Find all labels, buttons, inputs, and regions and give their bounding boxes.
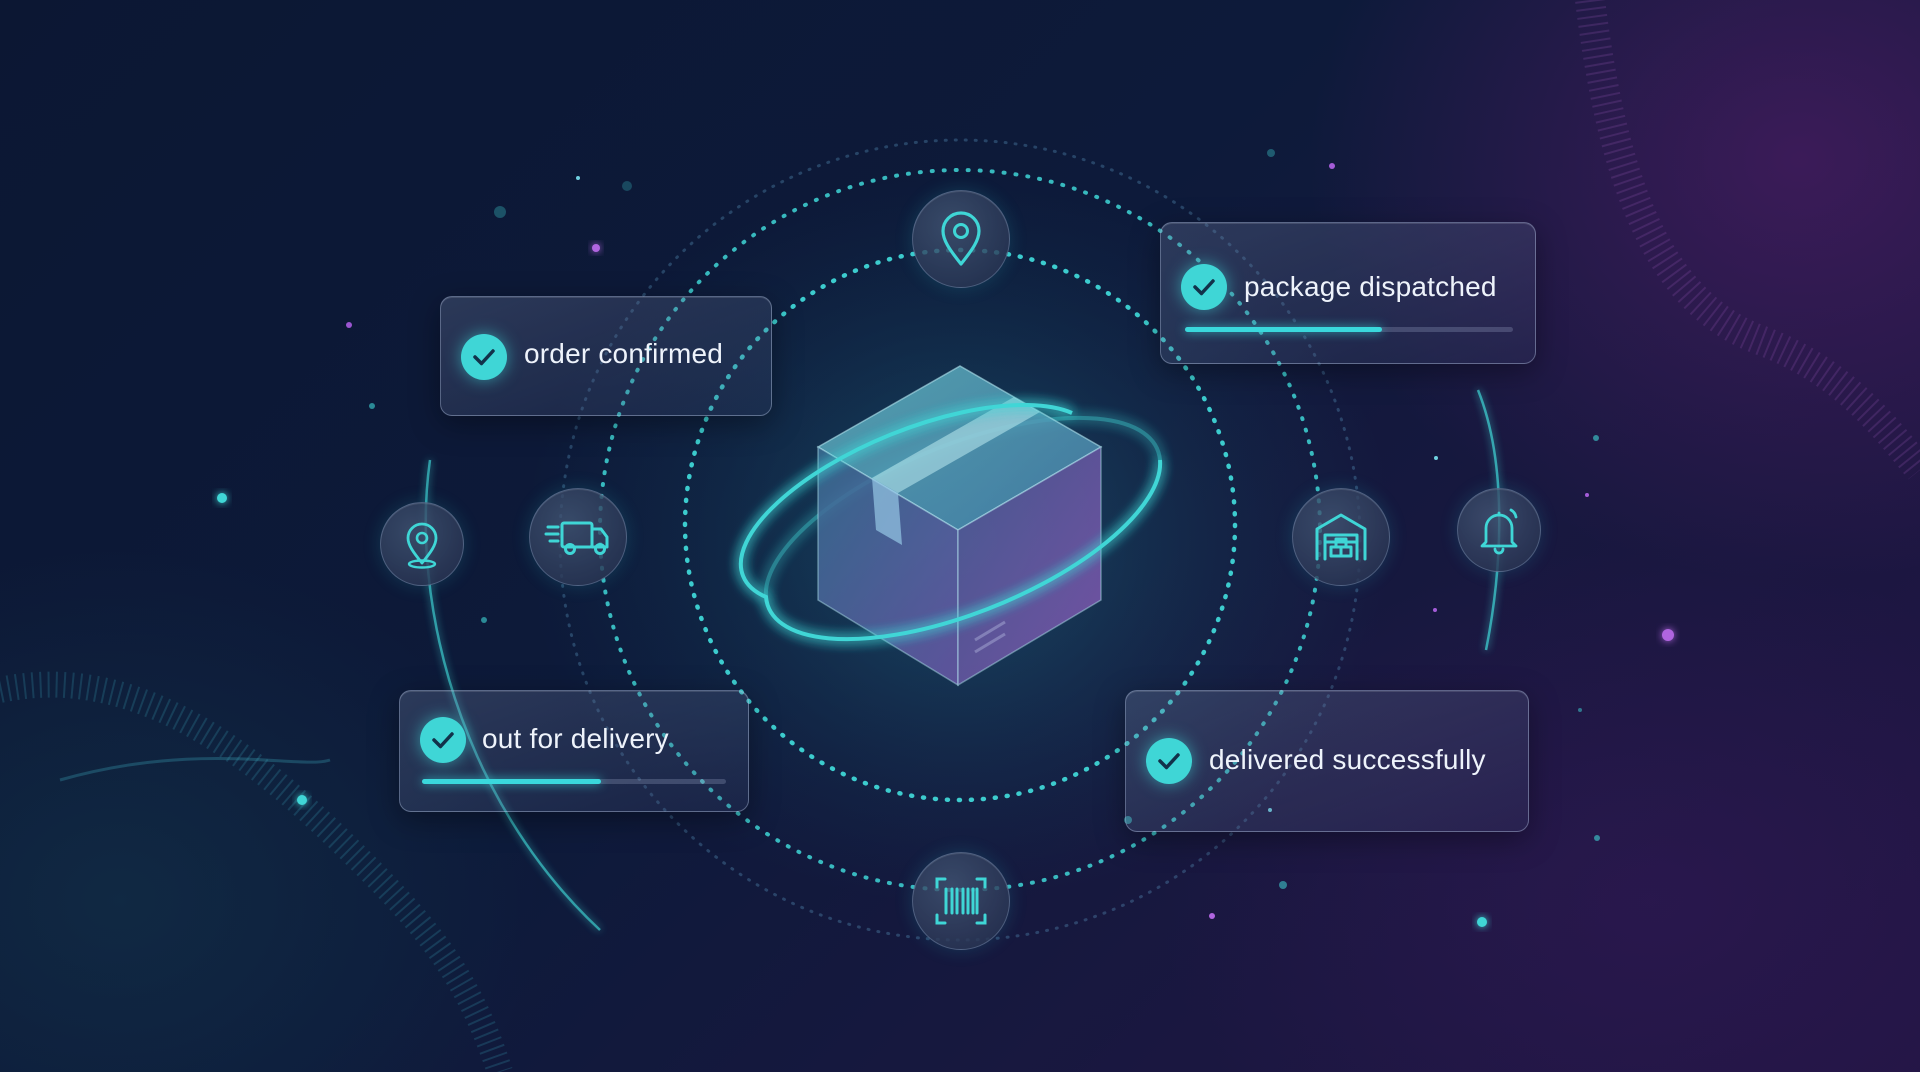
status-label: delivered successfully (1209, 744, 1486, 775)
wave-pattern-left-2 (59, 757, 331, 782)
status-label: package dispatched (1244, 271, 1497, 302)
status-card-out-for-delivery: out for delivery (399, 690, 749, 812)
location-pin-icon (912, 190, 1010, 288)
status-card-delivered-successfully: delivered successfully (1125, 690, 1529, 832)
warehouse-icon (1292, 488, 1390, 586)
check-icon (1146, 738, 1192, 784)
progress-bar (422, 779, 726, 784)
status-label: order confirmed (524, 338, 724, 369)
status-card-order-confirmed: order confirmed (440, 296, 772, 416)
check-icon (461, 334, 507, 380)
progress-bar (1185, 327, 1513, 332)
delivery-truck-icon (529, 488, 627, 586)
check-icon (420, 717, 466, 763)
check-icon (1181, 264, 1227, 310)
notification-bell-icon (1457, 488, 1541, 572)
barcode-scan-icon (912, 852, 1010, 950)
progress-fill (422, 779, 602, 784)
particles (217, 149, 1674, 927)
status-label: out for delivery (482, 723, 669, 754)
progress-fill (1185, 327, 1382, 332)
location-pin-icon (380, 502, 464, 586)
status-card-package-dispatched: package dispatched (1160, 222, 1536, 364)
